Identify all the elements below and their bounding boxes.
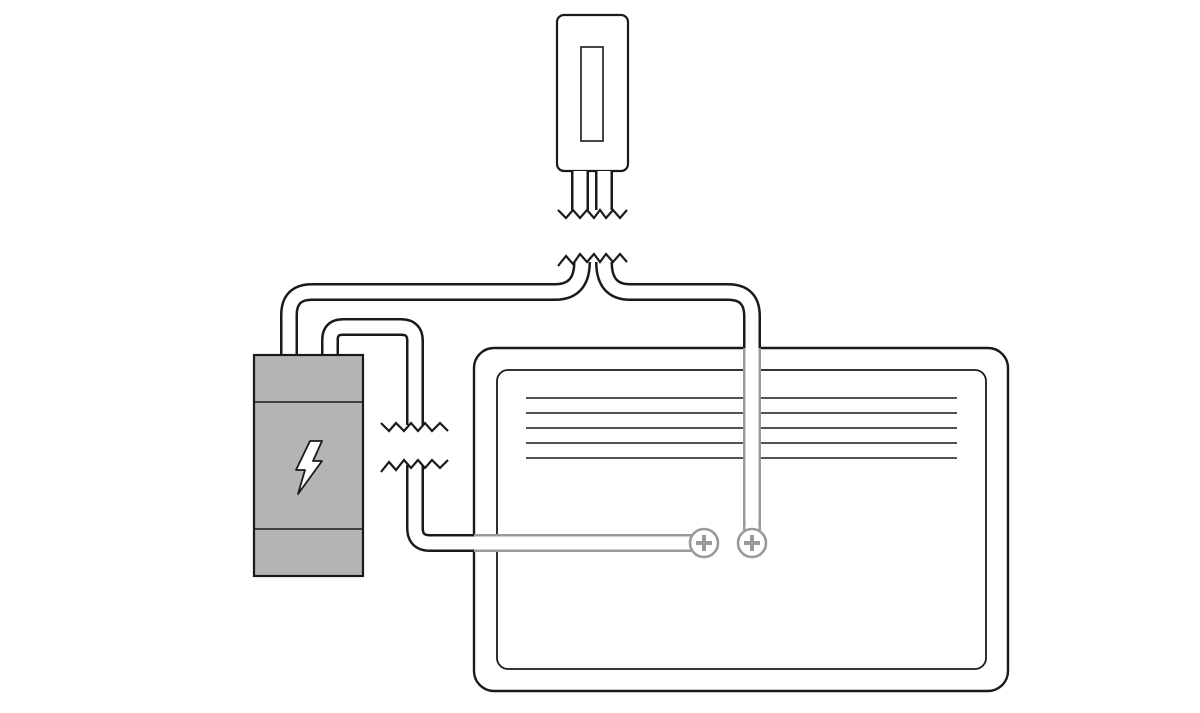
thermostat-display [580,46,604,142]
lightning-bolt-icon [295,440,323,495]
plus-terminal-icon [696,535,712,551]
power-supply [252,353,365,578]
terminal-1 [688,527,720,559]
upper-wire-run [280,252,761,530]
heater-grille-lines [526,397,957,459]
panel-heater [472,346,1010,693]
heater-front-panel [496,369,987,670]
thermostat-wires [557,171,628,220]
supply-to-terminal-wire [321,318,692,552]
terminal-2 [736,527,768,559]
wall-thermostat [555,13,630,220]
wire-break-top [557,208,628,220]
plus-terminal-icon [744,535,760,551]
